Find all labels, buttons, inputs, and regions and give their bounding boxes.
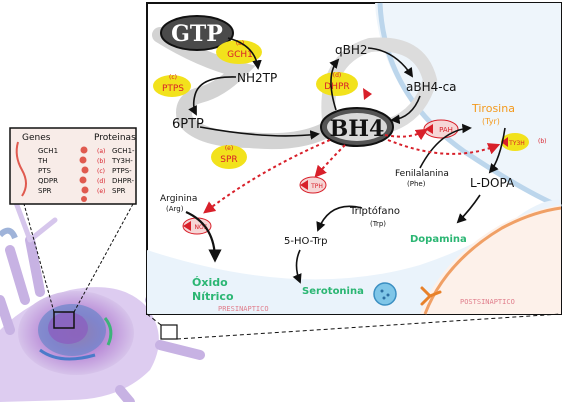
legend-tag-3: (d) (97, 178, 106, 185)
product-nitrico: Nítrico (192, 290, 234, 303)
legend-protein-2: PTPS- (112, 167, 132, 175)
legend-tag-4: (e) (97, 188, 105, 195)
enzyme-ptps: PTPS (162, 84, 184, 94)
legend-protein-0: GCH1- (112, 147, 135, 155)
legend-genes-header: Genes (22, 133, 51, 143)
enzyme-pah: PAH (439, 126, 453, 134)
region-postsinaptico: POSTSINAPTICO (460, 298, 515, 306)
enzyme-tag-gch1: (a) (236, 40, 244, 47)
molecule-abh4ca: aBH4-ca (406, 80, 457, 94)
molecule-arginina: Arginina (160, 194, 197, 204)
region-presinaptico: PRESINAPTICO (218, 305, 269, 313)
zoom-box-soma (53, 311, 75, 329)
molecule-6ptp: 6PTP (172, 117, 204, 132)
legend-tag-2: (c) (97, 168, 105, 175)
legend-gene-3: QDPR (38, 177, 58, 185)
molecule-gtp: GTP (171, 21, 223, 47)
legend-tag-0: (a) (97, 148, 105, 155)
enzyme-tag-ptps: (c) (169, 74, 177, 81)
legend-gene-2: PTS (38, 167, 51, 175)
molecule-qbh2: qBH2 (335, 43, 368, 57)
product-serotonina: Serotonina (302, 286, 364, 297)
enzyme-gch1: GCH1 (227, 50, 253, 60)
legend-tag-1: (b) (97, 158, 106, 165)
enzyme-tag-dhpr: (d) (333, 72, 342, 79)
legend-gene-1: TH (37, 157, 48, 165)
molecule-ldopa: L-DOPA (470, 176, 515, 190)
molecule-triptofano-abbr: (Trp) (370, 220, 386, 228)
enzyme-dhpr: DHPR (324, 82, 349, 92)
main-pathway-panel: PRESINAPTICO POSTSINAPTICO GTP (a) GCH1 … (146, 2, 562, 315)
legend-protein-3: DHPR- (112, 177, 134, 185)
neuron-illustration (0, 197, 205, 402)
legend-gene-0: GCH1 (38, 147, 58, 155)
molecule-fenilalanina-abbr: (Phe) (407, 180, 426, 188)
molecule-arginina-abbr: (Arg) (166, 205, 184, 213)
molecule-fenilalanina: Fenilalanina (395, 169, 449, 179)
enzyme-nos: NOS (194, 224, 207, 231)
product-oxido: Óxido (192, 276, 228, 289)
zoom-box-synapse (160, 324, 178, 340)
enzyme-th: TY3H (508, 140, 525, 147)
legend-gene-4: SPR (38, 187, 52, 195)
enzyme-tph: TPH (310, 183, 323, 190)
legend-protein-1: TY3H- (111, 157, 133, 165)
molecule-tirosina-abbr: (Tyr) (482, 117, 500, 126)
molecule-bh4: BH4 (330, 116, 385, 142)
molecule-5-ho-trp: 5-HO-Trp (284, 236, 327, 247)
enzyme-spr: SPR (220, 155, 237, 165)
legend-proteins-header: Proteinas (94, 133, 136, 143)
enzyme-tag-th: (b) (538, 138, 547, 145)
enzyme-tag-spr: (e) (225, 145, 233, 152)
molecule-tirosina: Tirosina (471, 102, 515, 115)
gene-protein-legend: Genes Proteinas GCH1 (a) GCH1- TH (b) TY3H- PT… (9, 127, 137, 205)
legend-protein-4: SPR (112, 187, 126, 195)
product-dopamina: Dopamina (410, 234, 467, 245)
molecule-nh2tp: NH2TP (237, 71, 277, 85)
